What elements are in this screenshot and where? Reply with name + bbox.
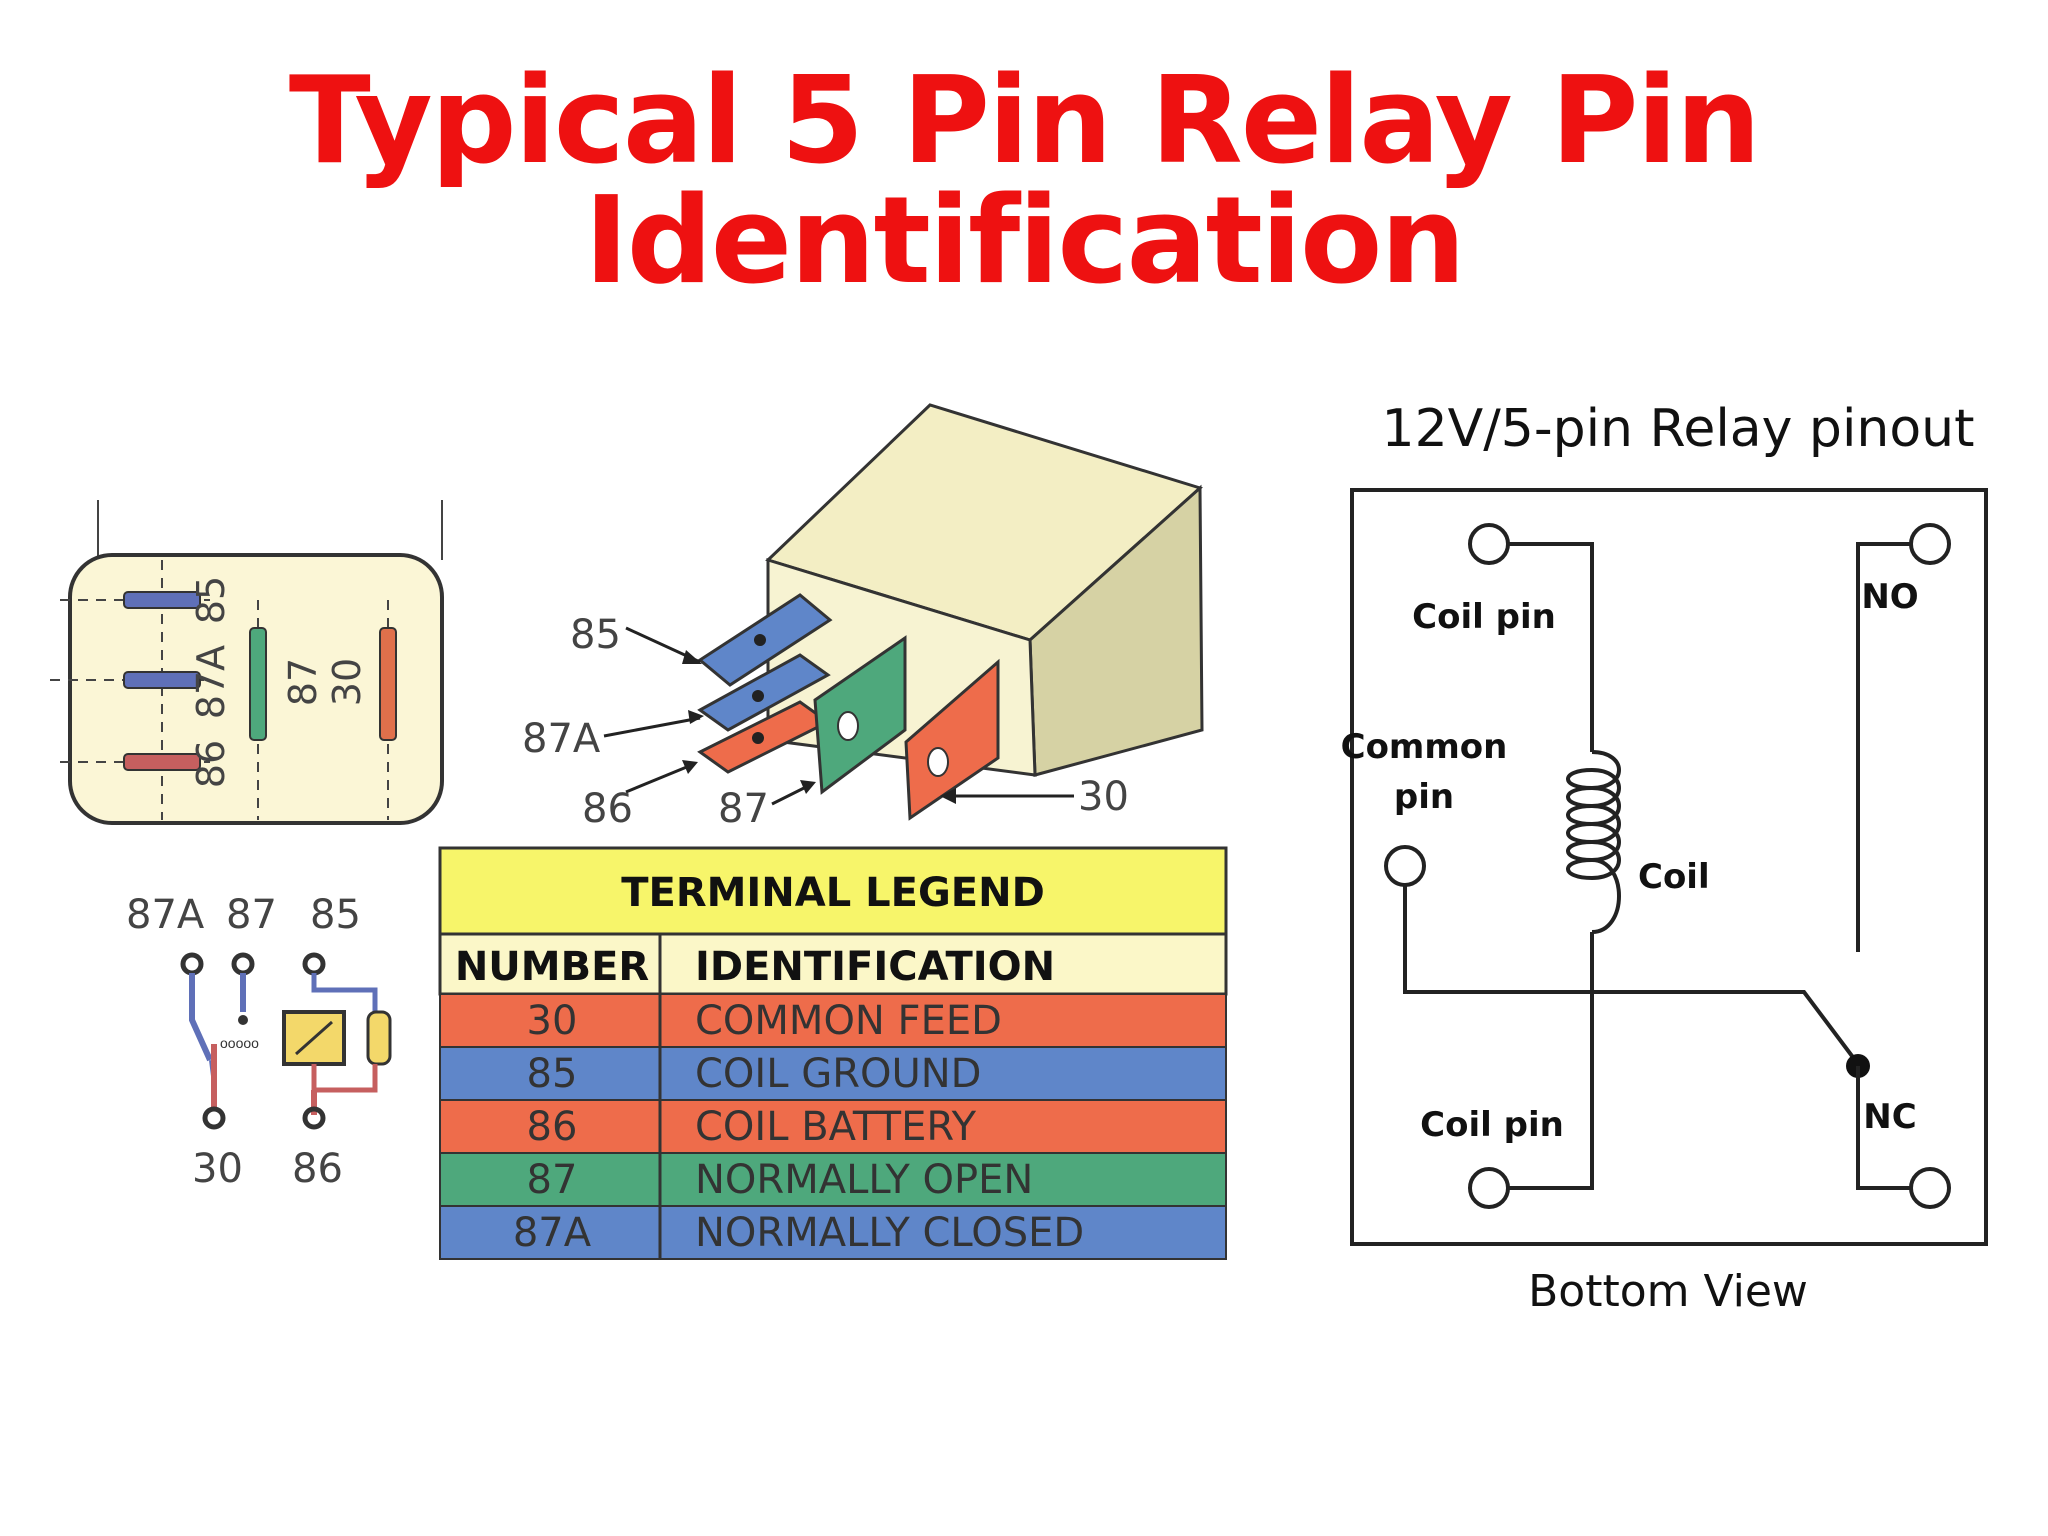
- pinout-diagram: 12V/5-pin Relay pinout Coil pin NO Commo…: [1341, 399, 1988, 1317]
- callout-30: 30: [1078, 774, 1129, 820]
- socket-label-87a: 87A: [189, 645, 233, 719]
- slot-86: [123, 753, 201, 771]
- label-no: NO: [1861, 577, 1918, 617]
- svg-text:ooooo: ooooo: [220, 1035, 259, 1051]
- label-coil: Coil: [1638, 857, 1710, 897]
- legend-row-identification: NORMALLY OPEN: [695, 1157, 1033, 1203]
- pinout-title: 12V/5-pin Relay pinout: [1381, 399, 1974, 459]
- relay-schematic: 87A 87 85 ooooo 30 86: [126, 892, 392, 1192]
- terminal-30: [904, 658, 1000, 821]
- socket-view: 85 87A 86 87 30: [50, 500, 444, 825]
- label-common-pin-line1: Common: [1341, 727, 1508, 767]
- legend-row-identification: COIL BATTERY: [695, 1104, 977, 1150]
- legend-row-number: 87: [527, 1157, 578, 1203]
- legend-row-number: 87A: [513, 1210, 592, 1256]
- schematic-label-87: 87: [226, 892, 277, 938]
- legend-row: [439, 1046, 1227, 1101]
- label-coil-pin-top: Coil pin: [1412, 597, 1556, 637]
- schematic-label-87a: 87A: [126, 892, 205, 938]
- legend-rows: 30 COMMON FEED 85 COIL GROUND 86 COIL BATTERY…: [439, 993, 1227, 1260]
- legend-row-identification: COMMON FEED: [695, 998, 1002, 1044]
- callout-86: 86: [582, 786, 633, 832]
- page-title: Typical 5 Pin Relay Pin Identification: [288, 52, 1761, 311]
- terminal-legend: TERMINAL LEGEND NUMBER IDENTIFICATION 30…: [438, 846, 1228, 1260]
- label-coil-pin-bottom: Coil pin: [1420, 1105, 1564, 1145]
- slot-30: [379, 627, 397, 741]
- label-nc: NC: [1863, 1097, 1916, 1137]
- socket-label-85: 85: [189, 576, 233, 624]
- coil-symbol: [1566, 750, 1621, 934]
- terminal-87a: [697, 653, 831, 732]
- coil-pin-top: [1468, 523, 1510, 565]
- legend-row: [439, 1099, 1227, 1154]
- socket-label-86: 86: [189, 740, 233, 788]
- socket-label-30: 30: [325, 658, 369, 706]
- legend-row-identification: NORMALLY CLOSED: [695, 1210, 1084, 1256]
- schematic-label-86: 86: [292, 1146, 343, 1192]
- schematic-label-85: 85: [310, 892, 361, 938]
- label-common-pin-line2: pin: [1394, 777, 1454, 817]
- legend-row: [439, 993, 1227, 1048]
- callout-87a: 87A: [522, 716, 601, 762]
- legend-col-number: NUMBER: [455, 944, 649, 990]
- terminal-87: [813, 635, 907, 795]
- slot-85: [123, 591, 201, 609]
- legend-title-bar: [438, 846, 1228, 936]
- common-pin: [1384, 845, 1426, 887]
- legend-row: [439, 1205, 1227, 1260]
- slot-87: [249, 627, 267, 741]
- no-pin: [1909, 523, 1951, 565]
- legend-row-number: 85: [527, 1051, 578, 1097]
- schematic-label-30: 30: [192, 1146, 243, 1192]
- pinout-frame: [1350, 488, 1988, 1246]
- legend-row: [439, 1152, 1227, 1207]
- socket-label-87: 87: [281, 658, 325, 706]
- callout-87: 87: [718, 786, 769, 832]
- legend-row-number: 30: [527, 998, 578, 1044]
- legend-row-number: 86: [527, 1104, 578, 1150]
- slot-87a: [123, 671, 201, 689]
- nc-pin: [1909, 1167, 1951, 1209]
- legend-col-identification: IDENTIFICATION: [695, 944, 1055, 990]
- pinout-caption: Bottom View: [1528, 1266, 1808, 1317]
- legend-row-identification: COIL GROUND: [695, 1051, 981, 1097]
- relay-3d-view: 85 87A 86 87 30: [522, 403, 1204, 832]
- legend-title: TERMINAL LEGEND: [621, 870, 1045, 916]
- callout-85: 85: [570, 612, 621, 658]
- coil-pin-bottom: [1468, 1167, 1510, 1209]
